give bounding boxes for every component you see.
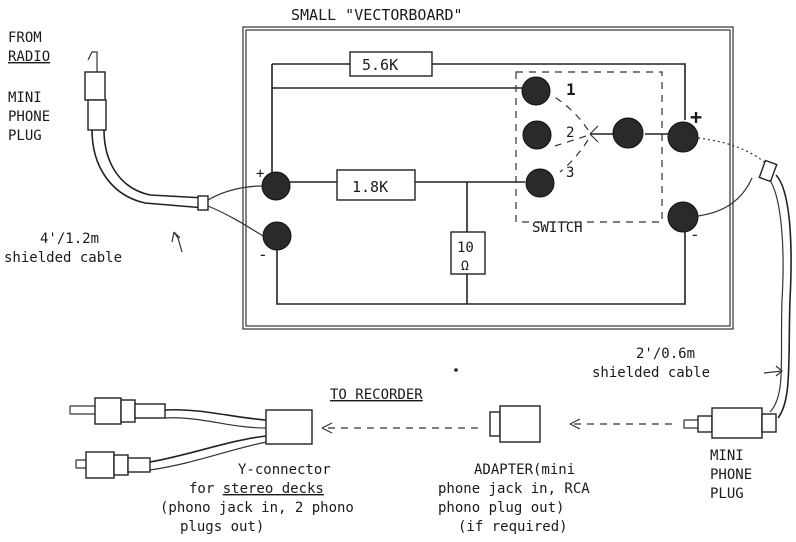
resistor-5-6k-label: 5.6K	[362, 56, 398, 74]
mini-plug-left-3: PLUG	[8, 128, 42, 144]
left-cable	[91, 129, 206, 209]
y-connector-2b: stereo decks	[223, 481, 324, 497]
switch-arrow-2	[554, 135, 587, 147]
mini-plug-left-2: PHONE	[8, 109, 50, 125]
flow-arrowhead-y	[321, 422, 333, 434]
adapter	[489, 405, 541, 443]
switch-arrowhead	[589, 125, 599, 143]
right-cable-long-edge	[769, 179, 784, 413]
cable-right-pointer	[763, 365, 783, 377]
phono-plug-top	[69, 397, 166, 425]
resistor-5-6k	[349, 51, 433, 77]
y-connector	[149, 408, 313, 471]
left-mini-phone-plug	[84, 51, 107, 131]
terminal-switch-common	[612, 117, 644, 149]
right-cable-joint	[758, 159, 778, 183]
mini-plug-right-3: PLUG	[710, 486, 744, 502]
board-title: SMALL "VECTORBOARD"	[291, 6, 463, 24]
terminal-left-plus	[261, 171, 291, 201]
adapter-4: (if required)	[458, 519, 568, 535]
mini-plug-right-2: PHONE	[710, 467, 752, 483]
plus-left: +	[256, 166, 264, 182]
switch-label: SWITCH	[532, 220, 583, 236]
phono-plug-bottom	[75, 451, 151, 479]
cable-right-2: shielded cable	[592, 365, 710, 381]
ohm-symbol: Ω	[461, 259, 469, 274]
terminal-right-plus	[667, 121, 699, 153]
mini-plug-right-1: MINI	[710, 448, 744, 464]
terminal-switch-2	[522, 120, 552, 150]
top-wire	[271, 63, 686, 120]
y-connector-4: plugs out)	[180, 519, 264, 535]
terminals	[261, 76, 699, 251]
right-cable	[697, 137, 769, 166]
to-recorder: TO RECORDER	[330, 387, 423, 403]
y-connector-2a: for	[189, 481, 223, 497]
right-cable-long	[775, 174, 792, 419]
minus-left: -	[258, 245, 268, 264]
from-radio-2: RADIO	[8, 49, 50, 65]
resistor-1-8k-label: 1.8K	[352, 178, 388, 196]
cable-right-1: 2'/0.6m	[636, 346, 695, 362]
left-cable-split	[207, 185, 264, 237]
cable-left-2: shielded cable	[4, 250, 122, 266]
cable-left-1: 4'/1.2m	[40, 231, 99, 247]
terminal-switch-1	[521, 76, 551, 106]
stray-dot	[454, 368, 458, 372]
adapter-3: phono plug out)	[438, 500, 564, 516]
adapter-1: ADAPTER(mini	[474, 462, 575, 478]
terminal-switch-3	[525, 168, 555, 198]
right-cable-lower	[697, 177, 753, 217]
resistor-10-ohm	[450, 231, 486, 275]
mini-plug-left-1: MINI	[8, 90, 42, 106]
switch-arrow-3	[559, 139, 589, 173]
minus-right: -	[690, 225, 700, 244]
terminal-right-minus	[667, 201, 699, 233]
switch-pos-3: 3	[566, 165, 574, 181]
y-connector-2: for stereo decks	[189, 481, 324, 497]
flow-arrowhead-adapter	[569, 418, 581, 430]
ground-wire	[276, 230, 686, 305]
from-radio-1: FROM	[8, 30, 42, 46]
switch-pos-1: 1	[566, 80, 576, 99]
resistor-1-8k	[336, 169, 416, 201]
switch-outline	[515, 71, 663, 223]
cable-left-pointer	[171, 231, 183, 253]
right-mini-phone-plug	[683, 407, 777, 439]
left-cable-end	[197, 195, 209, 211]
vectorboard-outline	[242, 26, 734, 330]
plus-right: +	[690, 105, 702, 129]
resistor-10-label: 10	[457, 240, 474, 256]
switch-arrow-1	[552, 95, 589, 131]
y-connector-1: Y-connector	[238, 462, 331, 478]
left-cable-edge	[103, 129, 206, 199]
switch-pos-2: 2	[566, 125, 574, 141]
y-connector-3: (phono jack in, 2 phono	[160, 500, 354, 516]
adapter-2: phone jack in, RCA	[438, 481, 590, 497]
